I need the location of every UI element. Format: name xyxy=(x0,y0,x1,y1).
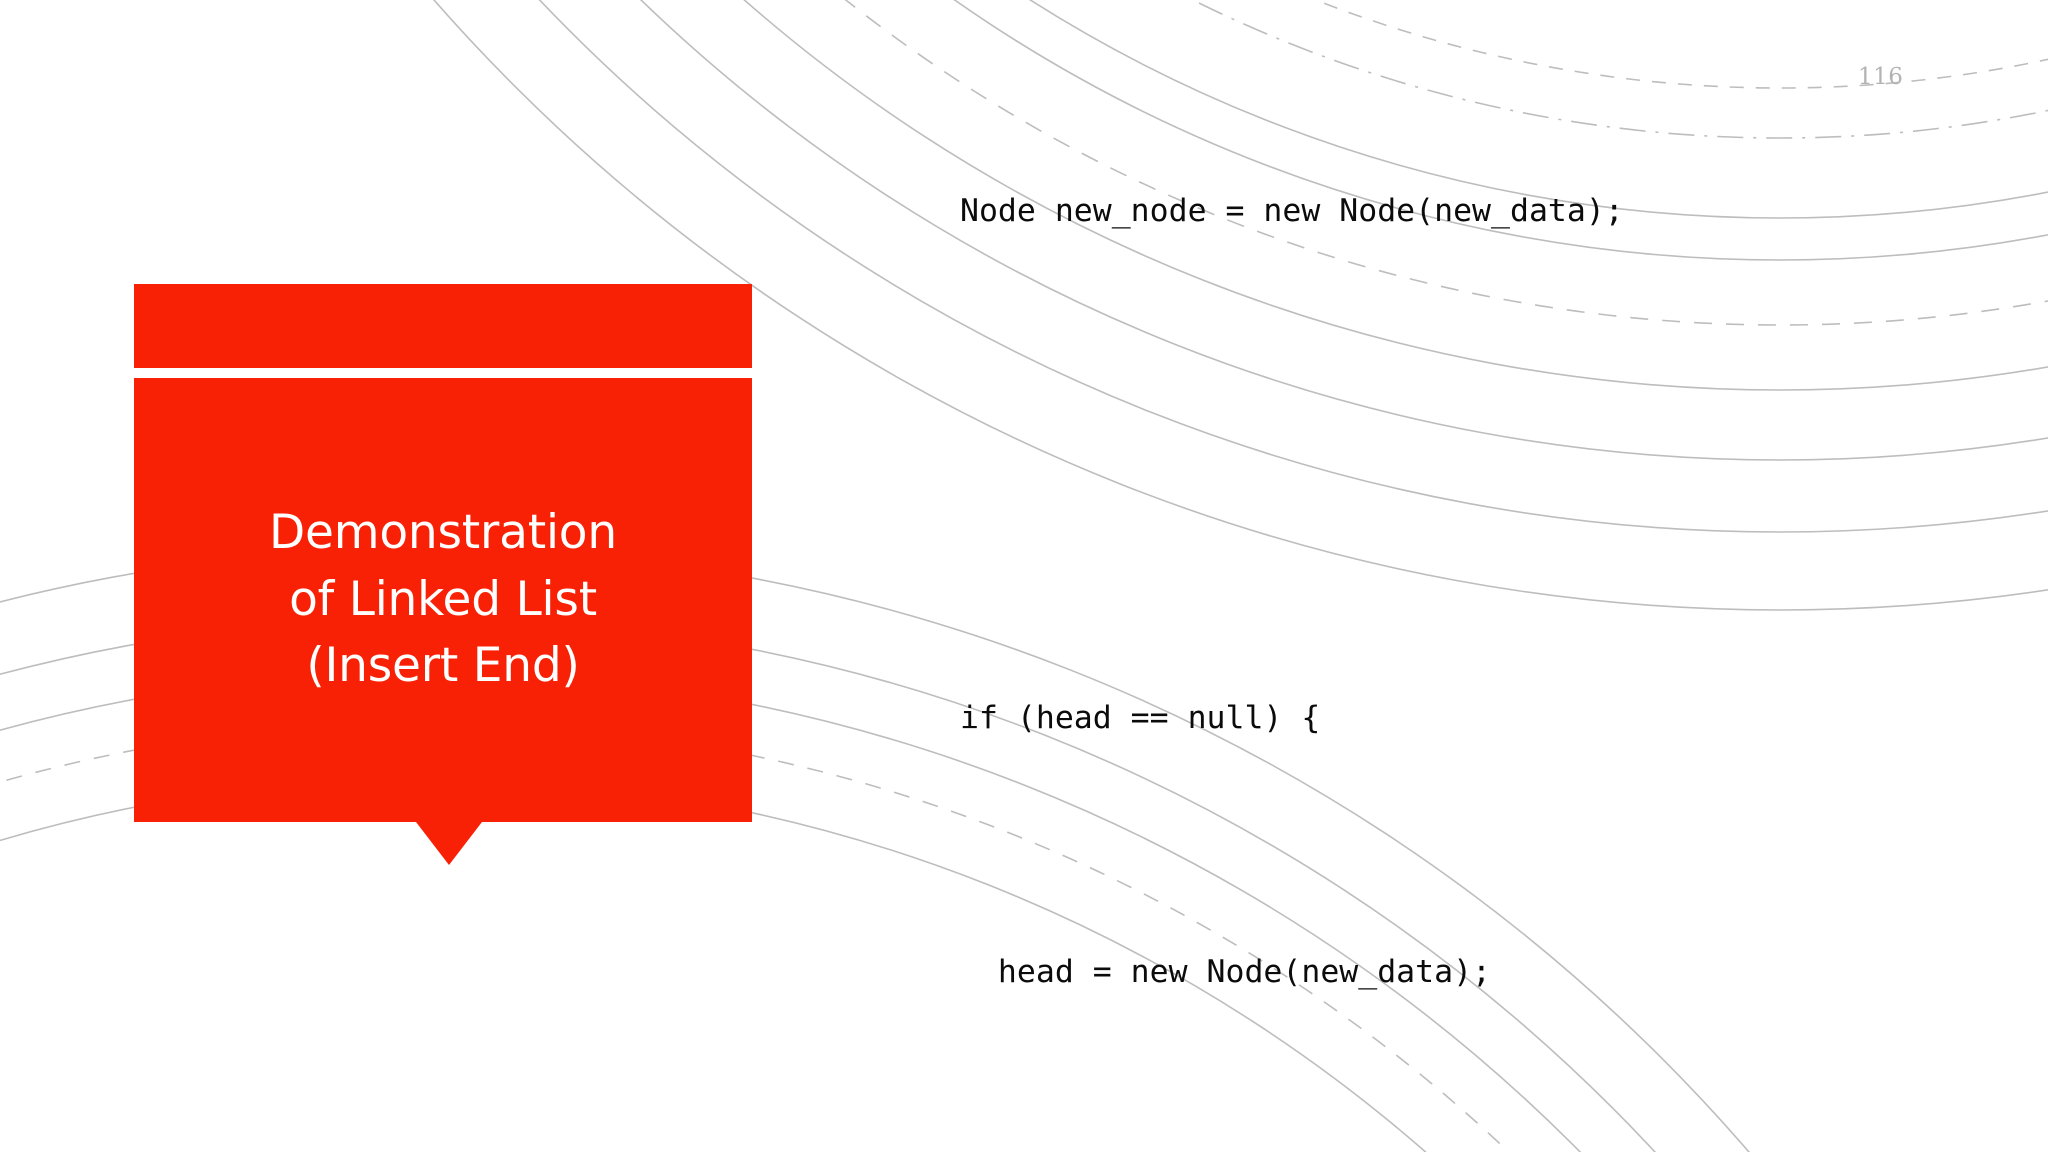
code-line: head = new Node(new_data); xyxy=(960,953,1492,990)
code-line: if (head == null) { xyxy=(960,700,1321,736)
callout-body: Demonstration of Linked List (Insert End… xyxy=(134,378,752,865)
page-number: 116 xyxy=(1858,64,1904,90)
callout-pointer-tail xyxy=(416,822,482,865)
callout-divider-gap xyxy=(134,368,752,378)
code-line xyxy=(960,423,2020,508)
code-listing: Node new_node = new Node(new_data); if (… xyxy=(960,0,2020,1152)
page-title: Demonstration of Linked List (Insert End… xyxy=(269,504,617,694)
callout-top-bar xyxy=(134,284,752,368)
code-line: Node new_node = new Node(new_data); xyxy=(960,193,1624,229)
title-callout: Demonstration of Linked List (Insert End… xyxy=(134,284,752,865)
